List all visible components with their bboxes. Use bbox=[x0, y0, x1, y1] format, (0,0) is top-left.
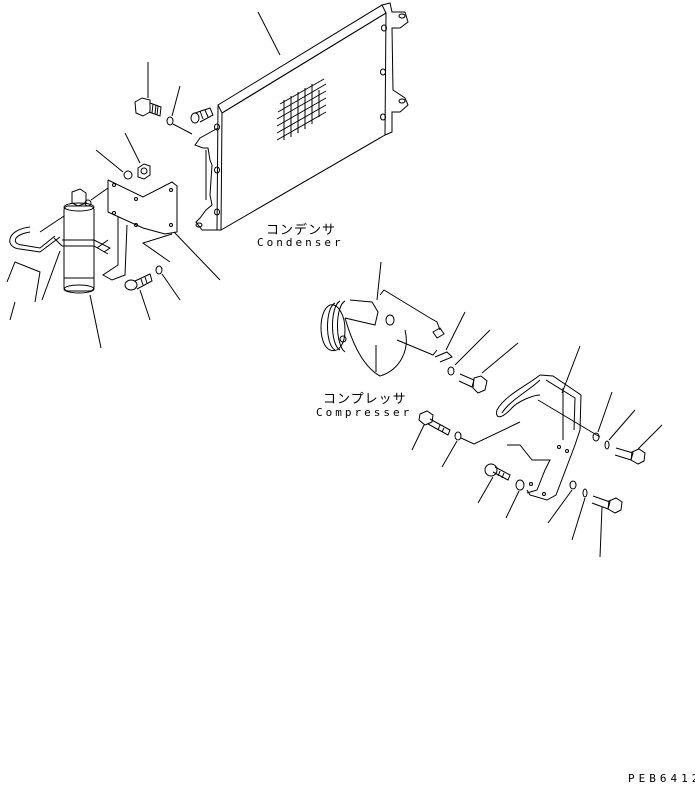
compressor-drawing bbox=[320, 261, 445, 377]
compressor-label-en: Compresser bbox=[316, 406, 413, 419]
figure-code: PEB6412 bbox=[628, 772, 695, 785]
compressor-label-jp: コンプレッサ bbox=[323, 392, 407, 407]
compressor-bracket-drawing bbox=[496, 345, 601, 501]
compressor-hardware-upper bbox=[434, 311, 519, 394]
receiver-drier-drawing bbox=[6, 187, 111, 349]
condenser-label-en: Condenser bbox=[257, 236, 344, 249]
drier-bracket-drawing bbox=[102, 179, 221, 281]
condenser-drawing bbox=[190, 2, 409, 231]
nut-washer-drawing bbox=[95, 132, 151, 180]
condenser-label-jp: コンデンサ bbox=[266, 223, 337, 238]
condenser-bolt-drawing bbox=[134, 62, 193, 135]
drier-bolt-drawing bbox=[124, 265, 181, 321]
bracket-hardware-drawing bbox=[411, 391, 663, 558]
